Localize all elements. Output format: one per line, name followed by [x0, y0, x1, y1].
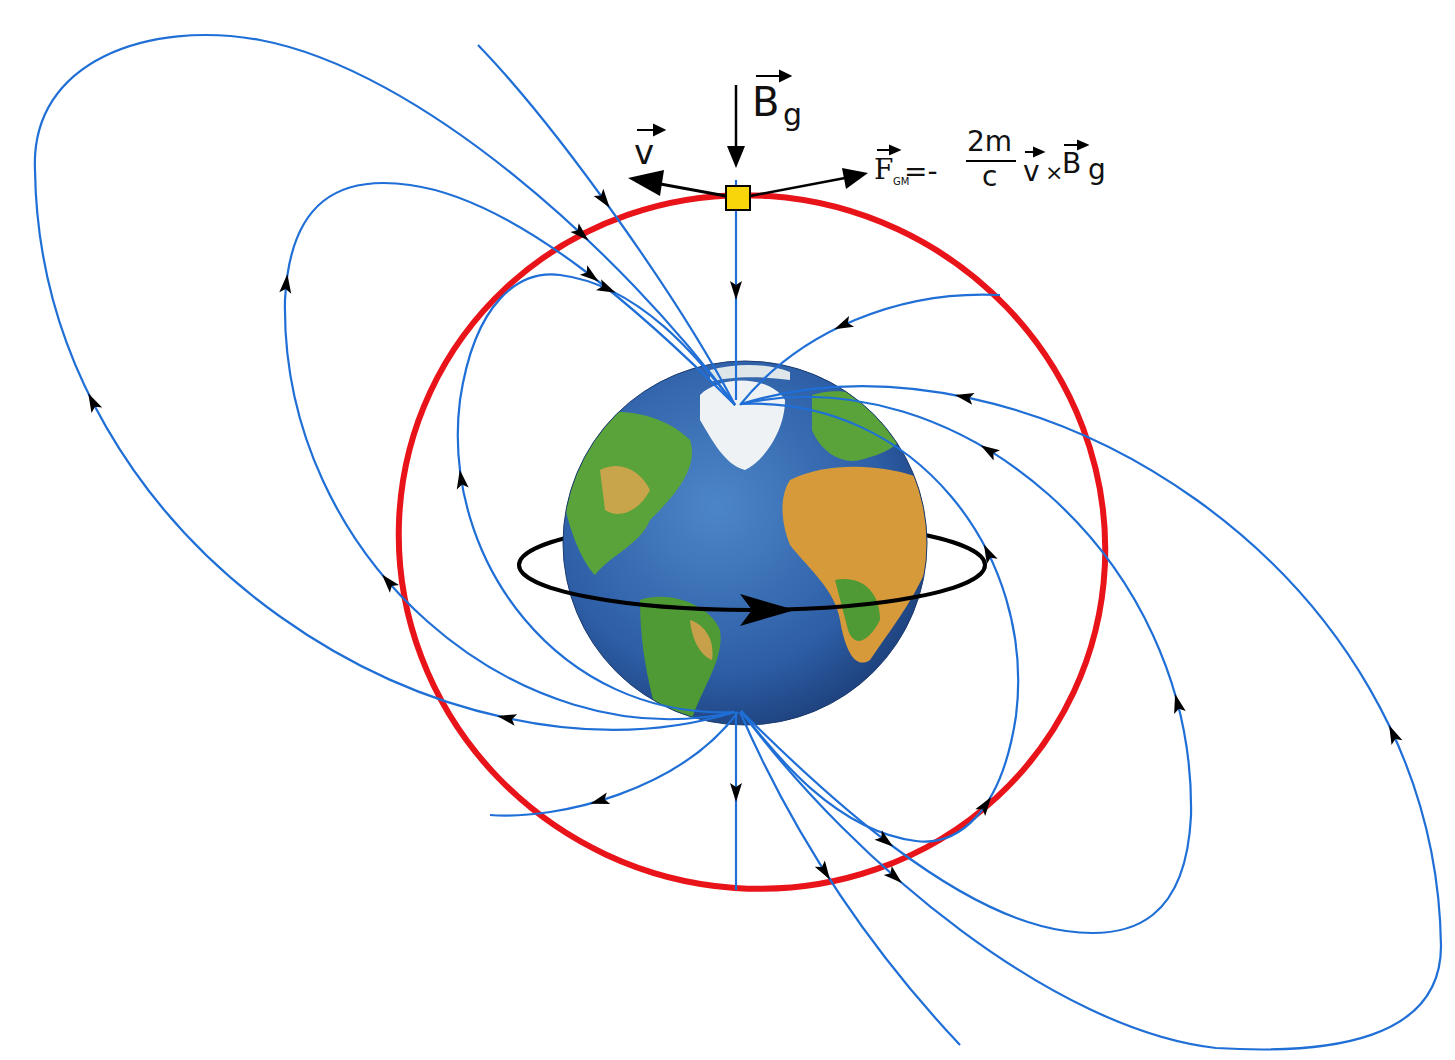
- formula-label: v: [1023, 158, 1040, 186]
- vector-overbar: [890, 146, 899, 154]
- field-line: [478, 45, 735, 405]
- field-vector-arrow: [735, 85, 738, 150]
- earth-globe: [600, 466, 650, 514]
- field-arrowhead: [497, 714, 517, 726]
- field-arrowhead: [975, 797, 991, 816]
- field-arrowhead: [884, 866, 902, 883]
- force-arrow: [750, 168, 868, 196]
- orbit-ellipse: [284, 79, 1219, 1004]
- field-line: [741, 386, 1441, 1049]
- field-arrowhead: [815, 860, 830, 879]
- field-arrowhead: [1174, 694, 1186, 714]
- field-arrowhead: [981, 445, 1000, 460]
- earth-globe: [690, 620, 713, 660]
- formula-label: ×: [1045, 162, 1063, 184]
- field-vector-arrow: [727, 146, 745, 168]
- orbit-ellipse: [284, 79, 1219, 1004]
- rotation-front-arc: [740, 594, 795, 626]
- field-arrowhead: [594, 189, 610, 208]
- vector-overbar: [1078, 141, 1087, 149]
- field-arrowhead: [834, 316, 854, 329]
- field-arrowhead: [1389, 725, 1402, 745]
- fraction-bar: [966, 161, 1016, 162]
- force-arrow: [750, 178, 845, 196]
- vector-overbar: [1034, 148, 1043, 156]
- formula-label: g: [1088, 156, 1106, 184]
- field-line: [741, 404, 1018, 842]
- formula-label: B: [752, 82, 779, 122]
- field-arrowhead: [590, 792, 610, 804]
- vector-overbar: [780, 71, 790, 81]
- formula-label: v: [634, 135, 654, 169]
- field-line: [285, 183, 735, 719]
- rotation-front-arc: [519, 565, 985, 626]
- field-line: [740, 712, 960, 1045]
- velocity-arrow: [628, 170, 726, 196]
- field-arrowhead: [730, 281, 742, 300]
- vector-overbar: [654, 125, 664, 135]
- test-mass: [726, 186, 750, 210]
- earth-globe: [640, 597, 721, 725]
- field-arrowhead: [88, 393, 102, 413]
- field-arrowhead: [279, 274, 291, 294]
- field-arrowhead: [875, 830, 894, 846]
- field-arrowhead: [730, 783, 742, 802]
- earth-globe: [783, 467, 931, 663]
- force-arrow: [842, 168, 868, 189]
- field-line: [490, 712, 738, 816]
- formula-label: F: [874, 156, 893, 184]
- field-arrowhead: [571, 223, 589, 240]
- velocity-arrow: [655, 183, 726, 196]
- formula-label: g: [783, 100, 802, 130]
- earth-globe: [700, 381, 785, 470]
- field-arrowhead: [382, 575, 399, 593]
- test-mass: [726, 186, 750, 210]
- earth-globe: [835, 579, 880, 641]
- earth-globe: [560, 412, 692, 575]
- earth-globe: [560, 361, 930, 725]
- vector-overbar: [637, 71, 1087, 156]
- field-arrowhead: [984, 544, 998, 564]
- vector-overbar: [756, 75, 782, 77]
- formula-label: c: [982, 163, 997, 191]
- field-line: [35, 35, 1441, 1049]
- field-vector-arrow: [727, 85, 745, 168]
- earth-globe: [563, 361, 927, 725]
- field-line: [458, 274, 735, 712]
- field-arrowhead: [580, 265, 599, 281]
- field-arrowhead: [955, 393, 975, 405]
- velocity-arrow: [628, 170, 664, 196]
- formula-label: 2m: [967, 128, 1012, 156]
- field-line: [740, 295, 1000, 405]
- fraction-bar: [966, 160, 1016, 162]
- field-arrowhead: [88, 189, 1402, 883]
- field-line: [35, 35, 735, 730]
- field-line: [741, 397, 1191, 933]
- field-arrowhead: [596, 279, 616, 292]
- formula-label: =-: [904, 158, 938, 186]
- formula-label: B: [1062, 150, 1081, 178]
- field-arrowhead: [457, 470, 469, 490]
